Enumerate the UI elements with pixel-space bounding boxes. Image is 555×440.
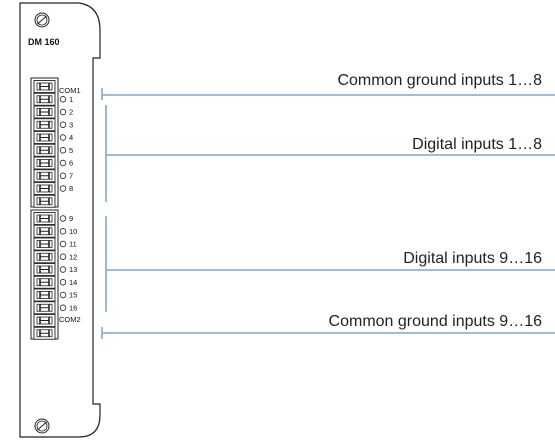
terminal-block-1: COM1 1 2 3 4 5 6 7 8 <box>30 77 81 208</box>
led-indicator-9 <box>59 215 67 222</box>
pin-label-2: 2 <box>69 108 73 117</box>
com1-label: COM1 <box>59 86 81 95</box>
pin-label-4: 4 <box>69 133 73 142</box>
led-indicator-14 <box>59 279 67 286</box>
terminal-2-3 <box>33 237 56 251</box>
terminal-block-2: COM2 9 10 11 12 13 14 15 16 <box>30 209 81 340</box>
led-indicator-1 <box>59 96 67 103</box>
led-indicator-12 <box>59 253 67 260</box>
led-indicator-6 <box>59 159 67 167</box>
terminal-1-10 <box>33 194 56 208</box>
terminal-1-4 <box>33 118 56 132</box>
terminal-2-8 <box>33 301 56 315</box>
com1-callout-label: Common ground inputs 1…8 <box>337 72 542 89</box>
di9-16-callout-label: Digital inputs 9…16 <box>403 250 542 267</box>
terminal-1-5 <box>33 131 56 144</box>
di1-8-callout-label: Digital inputs 1…8 <box>412 136 542 153</box>
terminal-1-1 <box>33 80 56 93</box>
bottom-screw-icon <box>34 418 50 434</box>
pin-label-15: 15 <box>69 291 77 300</box>
terminal-1-8 <box>33 169 56 183</box>
com2-label: COM2 <box>59 315 81 324</box>
pin-label-6: 6 <box>69 159 73 168</box>
terminal-2-10 <box>33 326 56 340</box>
led-indicator-4 <box>59 134 67 141</box>
terminal-2-1 <box>33 212 56 225</box>
led-indicator-5 <box>59 147 67 154</box>
terminal-2-6 <box>33 275 56 289</box>
led-indicator-8 <box>59 185 67 192</box>
terminal-1-3 <box>33 105 56 119</box>
terminal-2-9 <box>33 314 56 327</box>
pin-label-13: 13 <box>69 265 77 274</box>
led-indicator-7 <box>59 172 67 179</box>
pin-label-3: 3 <box>69 120 73 129</box>
terminal-2-5 <box>33 263 56 276</box>
terminal-1-2 <box>33 92 56 106</box>
terminal-1-7 <box>33 156 56 170</box>
led-indicator-15 <box>59 291 67 299</box>
pin-label-10: 10 <box>69 227 77 236</box>
led-indicator-2 <box>59 108 67 116</box>
top-screw-icon <box>34 12 50 28</box>
terminal-1-9 <box>33 182 56 195</box>
pin-label-8: 8 <box>69 184 73 193</box>
terminal-2-4 <box>33 250 56 264</box>
led-indicator-13 <box>59 266 67 273</box>
terminal-2-7 <box>33 288 56 302</box>
com2-callout-label: Common ground inputs 9…16 <box>329 313 543 330</box>
led-indicator-10 <box>59 228 67 235</box>
terminal-1-6 <box>33 143 56 157</box>
callout-lines <box>101 88 555 339</box>
pin-label-7: 7 <box>69 171 73 180</box>
led-indicator-16 <box>59 304 67 311</box>
terminal-2-2 <box>33 224 56 238</box>
led-indicator-3 <box>59 121 67 128</box>
pin-label-12: 12 <box>69 252 77 261</box>
pin-label-11: 11 <box>69 240 77 249</box>
pin-label-14: 14 <box>69 278 77 287</box>
pin-label-1: 1 <box>69 95 73 104</box>
module-model-label: DM 160 <box>28 37 60 47</box>
led-indicator-11 <box>59 240 67 248</box>
pin-label-9: 9 <box>69 214 73 223</box>
pin-label-5: 5 <box>69 146 73 155</box>
pin-label-16: 16 <box>69 303 77 312</box>
